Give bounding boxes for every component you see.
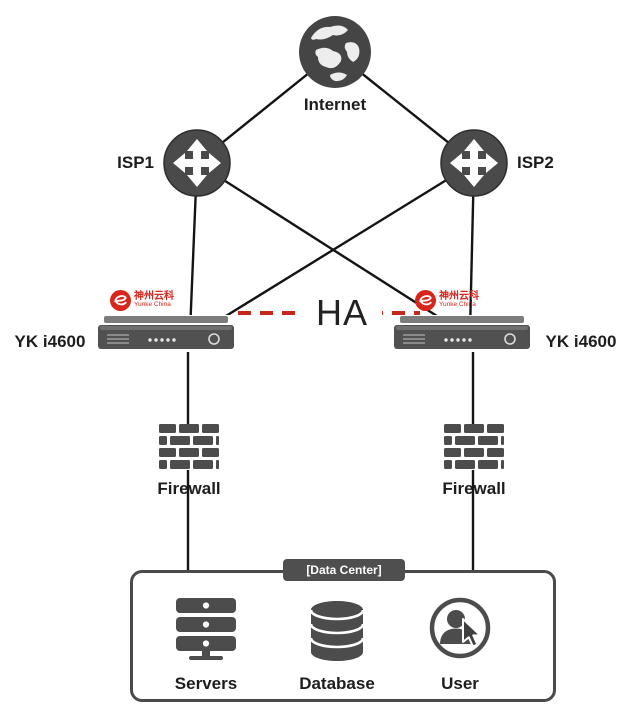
servers-icon — [176, 598, 236, 662]
edge-isp2-adc-left — [198, 161, 476, 334]
vendor-logo-left: 神州云科 Yunke China — [110, 290, 174, 311]
vendor-logo-right: 神州云科 Yunke China — [415, 290, 479, 311]
cursor-arrow-icon — [462, 618, 482, 648]
yunke-logo-icon — [415, 290, 436, 311]
isp2-label: ISP2 — [517, 153, 554, 172]
globe-icon — [297, 14, 373, 90]
vendor-logo-text: 神州云科 Yunke China — [439, 290, 479, 309]
vendor-logo-text: 神州云科 Yunke China — [134, 290, 174, 309]
firewall-icon-right — [444, 424, 504, 470]
database-icon — [310, 600, 364, 662]
servers-label: Servers — [174, 674, 238, 693]
vendor-name-cn: 神州云科 — [439, 290, 479, 302]
isp1-label: ISP1 — [117, 153, 154, 172]
appliance-icon-left — [98, 315, 234, 352]
internet-label: Internet — [303, 95, 367, 114]
database-label: Database — [299, 674, 375, 693]
adc-left-label: YK i4600 — [14, 332, 86, 351]
user-icon — [429, 597, 491, 659]
appliance-icon-right — [394, 315, 530, 352]
user-label: User — [441, 674, 479, 693]
yunke-logo-icon — [110, 290, 131, 311]
adc-right-label: YK i4600 — [545, 332, 617, 351]
router-icon-isp1 — [162, 128, 232, 198]
firewall-icon-left — [159, 424, 219, 470]
firewall-left-label: Firewall — [157, 479, 221, 498]
vendor-name-en: Yunke China — [439, 301, 476, 309]
ha-label: HA — [302, 292, 382, 334]
vendor-name-cn: 神州云科 — [134, 290, 174, 302]
router-icon-isp2 — [439, 128, 509, 198]
firewall-right-label: Firewall — [442, 479, 506, 498]
vendor-name-en: Yunke China — [134, 301, 171, 309]
datacenter-label-badge: [Data Center] — [283, 559, 405, 581]
